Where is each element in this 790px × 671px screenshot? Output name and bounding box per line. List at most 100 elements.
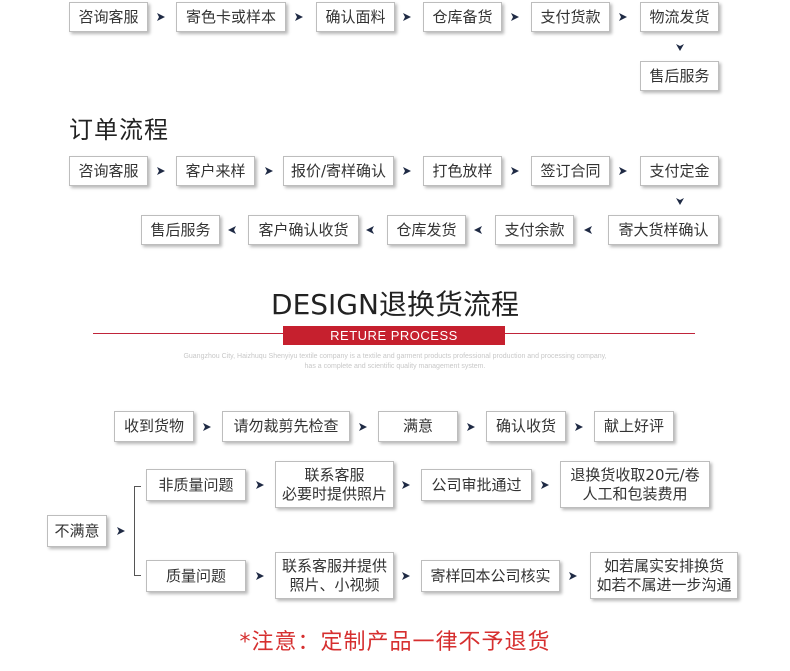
order-step-10: 客户确认收货 — [248, 215, 359, 245]
chevron-right-icon — [615, 163, 631, 179]
order-step-7: 寄大货样确认 — [608, 215, 719, 245]
order-step-2: 客户来样 — [176, 156, 255, 186]
flow1-step-3-label: 确认面料 — [325, 7, 386, 26]
order-step-5: 签订合同 — [531, 156, 610, 186]
order-step-4: 打色放样 — [423, 156, 502, 186]
quality-step-3: 如若属实安排换货 如若不属进一步沟通 — [590, 552, 738, 599]
flow1-step-6: 物流发货 — [640, 2, 719, 32]
order-step-3: 报价/寄样确认 — [283, 156, 394, 186]
quality-step-3-line-2: 如若不属进一步沟通 — [596, 575, 732, 594]
order-step-11-label: 售后服务 — [150, 220, 211, 239]
chevron-down-icon — [672, 193, 688, 209]
company-desc-line-1: Guangzhou City, Haizhuqu Shenyiyu textil… — [183, 353, 607, 360]
non-quality-step-1: 联系客服 必要时提供照片 — [275, 461, 394, 508]
chevron-right-icon — [291, 9, 307, 25]
order-step-1-label: 咨询客服 — [78, 161, 139, 180]
flow1-step-7-label: 售后服务 — [649, 66, 710, 85]
chevron-right-icon — [153, 163, 169, 179]
dissatisfied-box: 不满意 — [47, 515, 107, 547]
quality-step-1-line-1: 联系客服并提供 — [281, 556, 387, 575]
quality-label: 质量问题 — [165, 566, 226, 585]
chevron-right-icon — [571, 419, 587, 435]
chevron-right-icon — [113, 523, 129, 539]
return-step-1-label: 收到货物 — [123, 417, 184, 435]
return-step-5: 献上好评 — [594, 411, 674, 442]
return-title-cn: 退换货流程 — [378, 288, 519, 321]
flow1-step-5-label: 支付货款 — [540, 7, 601, 26]
non-quality-step-3-line-1: 退换货收取20元/卷 — [570, 465, 700, 484]
divider-right — [505, 333, 695, 334]
chevron-right-icon — [507, 9, 523, 25]
non-quality-step-2-label: 公司审批通过 — [431, 475, 522, 494]
non-quality-label: 非质量问题 — [158, 475, 234, 494]
non-quality-step-1-line-2: 必要时提供照片 — [281, 484, 387, 503]
chevron-right-icon — [565, 568, 581, 584]
order-step-9: 仓库发货 — [387, 215, 466, 245]
chevron-right-icon — [615, 9, 631, 25]
flow1-step-5: 支付货款 — [531, 2, 610, 32]
flow1-step-2: 寄色卡或样本 — [176, 2, 286, 32]
return-step-2: 请勿裁剪先检查 — [222, 411, 350, 442]
order-flow-title: 订单流程 — [69, 116, 169, 144]
chevron-right-icon — [252, 568, 268, 584]
flow1-step-7: 售后服务 — [640, 61, 719, 91]
quality-step-1: 联系客服并提供 照片、小视频 — [275, 552, 394, 599]
company-desc-line-2: has a complete and scientific quality ma… — [304, 363, 486, 370]
quality-step-2-label: 寄样回本公司核实 — [430, 566, 551, 585]
chevron-right-icon — [399, 9, 415, 25]
order-step-2-label: 客户来样 — [185, 161, 246, 180]
return-banner: RETURE PROCESS — [283, 326, 505, 345]
flow1-step-6-label: 物流发货 — [649, 7, 710, 26]
return-step-3-label: 满意 — [402, 417, 433, 435]
chevron-down-icon — [672, 39, 688, 55]
chevron-right-icon — [398, 568, 414, 584]
order-step-1: 咨询客服 — [69, 156, 148, 186]
order-step-5-label: 签订合同 — [540, 161, 601, 180]
chevron-right-icon — [399, 163, 415, 179]
chevron-left-icon — [470, 222, 486, 238]
order-step-7-label: 寄大货样确认 — [618, 220, 709, 239]
return-step-4-label: 确认收货 — [495, 417, 556, 435]
return-step-1: 收到货物 — [114, 411, 194, 442]
chevron-right-icon — [507, 163, 523, 179]
chevron-right-icon — [398, 477, 414, 493]
dissatisfied-label: 不满意 — [54, 521, 100, 540]
divider-left — [93, 333, 283, 334]
chevron-left-icon — [362, 222, 378, 238]
return-step-2-label: 请勿裁剪先检查 — [233, 417, 339, 435]
quality-step-3-line-1: 如若属实安排换货 — [603, 556, 724, 575]
flow1-step-1-label: 咨询客服 — [78, 7, 139, 26]
non-quality-step-2: 公司审批通过 — [421, 469, 532, 501]
flow1-step-3: 确认面料 — [316, 2, 395, 32]
non-quality-step-3: 退换货收取20元/卷 人工和包装费用 — [560, 461, 710, 508]
flow1-step-4: 仓库备货 — [423, 2, 502, 32]
no-return-notice: *注意：定制产品一律不予退货 — [239, 630, 551, 655]
return-step-5-label: 献上好评 — [603, 417, 664, 435]
chevron-right-icon — [252, 477, 268, 493]
chevron-left-icon — [580, 222, 596, 238]
non-quality-issue: 非质量问题 — [146, 469, 246, 501]
branch-bracket — [134, 486, 141, 576]
chevron-right-icon — [261, 163, 277, 179]
order-step-11: 售后服务 — [141, 215, 220, 245]
return-step-4: 确认收货 — [486, 411, 566, 442]
non-quality-step-3-line-2: 人工和包装费用 — [582, 484, 688, 503]
order-step-3-label: 报价/寄样确认 — [290, 161, 387, 180]
quality-issue: 质量问题 — [146, 560, 246, 592]
return-title-en: DESIGN — [271, 288, 379, 321]
order-step-8-label: 支付余款 — [504, 220, 565, 239]
order-step-6-label: 支付定金 — [649, 161, 710, 180]
order-step-4-label: 打色放样 — [432, 161, 493, 180]
order-step-10-label: 客户确认收货 — [258, 220, 349, 239]
chevron-right-icon — [537, 477, 553, 493]
flow1-step-2-label: 寄色卡或样本 — [185, 7, 276, 26]
chevron-right-icon — [153, 9, 169, 25]
order-step-9-label: 仓库发货 — [396, 220, 457, 239]
flow1-step-1: 咨询客服 — [69, 2, 148, 32]
order-step-6: 支付定金 — [640, 156, 719, 186]
chevron-left-icon — [224, 222, 240, 238]
return-step-3: 满意 — [378, 411, 458, 442]
flow1-step-4-label: 仓库备货 — [432, 7, 493, 26]
quality-step-1-line-2: 照片、小视频 — [289, 575, 380, 594]
chevron-right-icon — [463, 419, 479, 435]
